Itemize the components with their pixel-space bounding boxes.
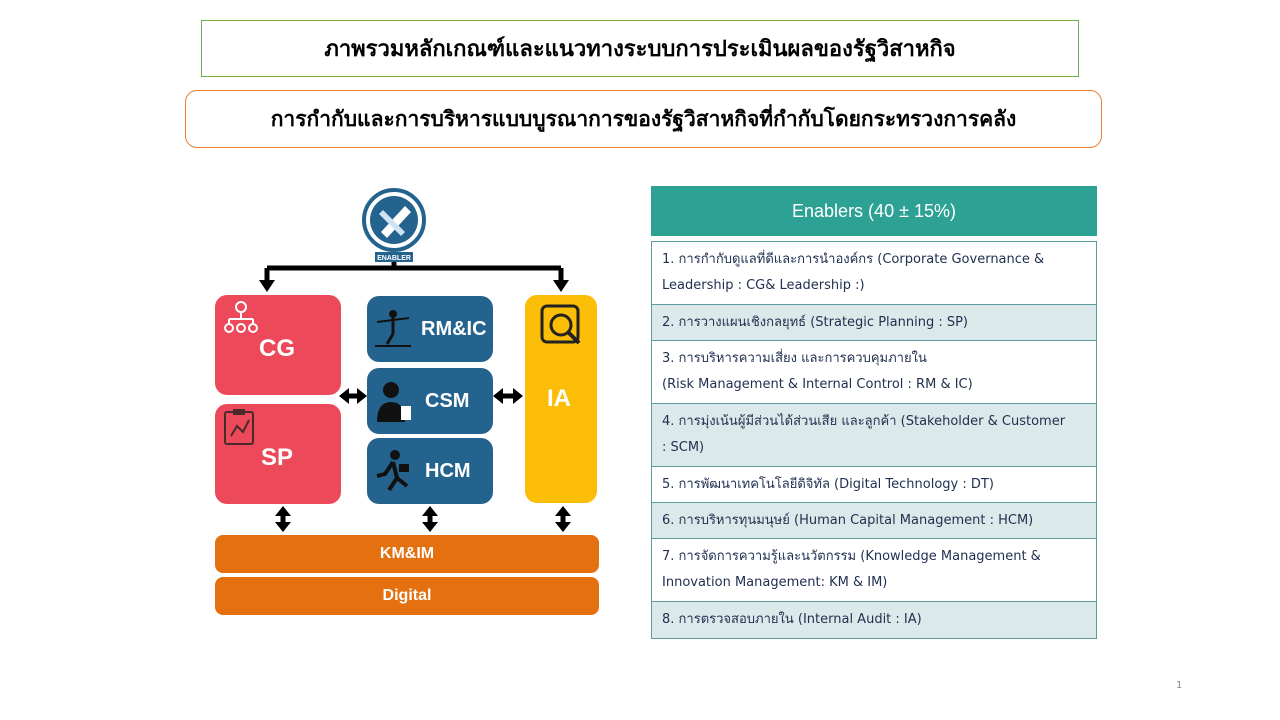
arrow-cg-csm xyxy=(339,388,367,404)
block-cg: CG xyxy=(215,295,341,395)
list-item-line1: 1. การกำกับดูแลที่ดีและการนำองค์กร (Corp… xyxy=(662,252,1045,267)
enablers-diagram: ENABLER CG SP RM&IC xyxy=(175,172,615,627)
block-hcm: HCM xyxy=(367,438,493,504)
slide-subtitle: การกำกับและการบริหารแบบบูรณาการของรัฐวิส… xyxy=(185,90,1102,148)
page-number: 1 xyxy=(1176,680,1183,691)
block-digital: Digital xyxy=(215,577,599,615)
list-item-line1: 6. การบริหารทุนมนุษย์ (Human Capital Man… xyxy=(662,512,1034,528)
arrow-sp-km xyxy=(275,506,291,532)
slide-title-text: ภาพรวมหลักเกณฑ์และแนวทางระบบการประเมินผล… xyxy=(324,36,956,62)
slide-title: ภาพรวมหลักเกณฑ์และแนวทางระบบการประเมินผล… xyxy=(201,20,1079,77)
arrow-hcm-km xyxy=(422,506,438,532)
list-item-line1: 3. การบริหารความเสี่ยง และการควบคุมภายใน xyxy=(662,351,927,366)
list-item-line2: Innovation Management: KM & IM) xyxy=(662,575,888,590)
list-item-line2: Leadership : CG& Leadership :) xyxy=(662,278,865,293)
block-digital-label: Digital xyxy=(382,587,432,604)
list-item-line2: (Risk Management & Internal Control : RM… xyxy=(662,377,973,392)
list-item: 1. การกำกับดูแลที่ดีและการนำองค์กร (Corp… xyxy=(651,241,1097,305)
block-sp-label: SP xyxy=(261,444,294,471)
list-item-line1: 7. การจัดการความรู้และนวัตกรรม (Knowledg… xyxy=(662,549,1041,564)
enablers-panel-header: Enablers (40 ± 15%) xyxy=(651,186,1097,236)
list-item-line1: 4. การมุ่งเน้นผู้มีส่วนได้ส่วนเสีย และลู… xyxy=(662,414,1066,429)
arrow-csm-ia xyxy=(493,388,523,404)
list-item: 4. การมุ่งเน้นผู้มีส่วนได้ส่วนเสีย และลู… xyxy=(651,403,1097,467)
list-item-line1: 5. การพัฒนาเทคโนโลยีดิจิทัล (Digital Tec… xyxy=(662,476,994,492)
list-item-line2: : SCM) xyxy=(662,440,705,455)
list-item: 8. การตรวจสอบภายใน (Internal Audit : IA) xyxy=(651,601,1097,639)
magnifier-audit-icon xyxy=(540,304,581,345)
block-ia-label: IA xyxy=(547,385,571,412)
enablers-panel-header-text: Enablers (40 ± 15%) xyxy=(792,200,956,221)
list-item: 6. การบริหารทุนมนุษย์ (Human Capital Man… xyxy=(651,502,1097,539)
tightrope-walker-icon xyxy=(375,310,411,347)
block-ia: IA xyxy=(525,295,597,503)
block-cg-label: CG xyxy=(259,335,295,362)
block-rmic: RM&IC xyxy=(367,296,493,362)
running-person-icon xyxy=(376,450,409,492)
enablers-list: 1. การกำกับดูแลที่ดีและการนำองค์กร (Corp… xyxy=(651,241,1097,639)
diagram-connectors: ENABLER xyxy=(259,188,571,532)
enabler-logo-label: ENABLER xyxy=(377,255,411,262)
block-kmim-label: KM&IM xyxy=(379,545,435,562)
list-item-line1: 2. การวางแผนเชิงกลยุทธ์ (Strategic Plann… xyxy=(662,314,969,330)
block-csm-label: CSM xyxy=(425,390,470,412)
slide-subtitle-text: การกำกับและการบริหารแบบบูรณาการของรัฐวิส… xyxy=(270,105,1017,131)
enablers-panel: Enablers (40 ± 15%) 1. การกำกับดูแลที่ดี… xyxy=(651,186,1097,639)
block-kmim: KM&IM xyxy=(215,535,599,573)
block-csm: CSM xyxy=(367,368,493,434)
clipboard-strategy-icon xyxy=(224,409,254,445)
enabler-logo-icon xyxy=(362,188,426,262)
list-item: 3. การบริหารความเสี่ยง และการควบคุมภายใน… xyxy=(651,340,1097,404)
arrow-ia-km xyxy=(555,506,571,532)
block-hcm-label: HCM xyxy=(425,460,471,482)
list-item: 5. การพัฒนาเทคโนโลยีดิจิทัล (Digital Tec… xyxy=(651,466,1097,503)
customer-service-icon xyxy=(377,382,411,422)
block-rmic-label: RM&IC xyxy=(421,318,487,340)
list-item: 7. การจัดการความรู้และนวัตกรรม (Knowledg… xyxy=(651,538,1097,602)
list-item: 2. การวางแผนเชิงกลยุทธ์ (Strategic Plann… xyxy=(651,304,1097,341)
block-sp: SP xyxy=(215,404,341,504)
list-item-line1: 8. การตรวจสอบภายใน (Internal Audit : IA) xyxy=(662,612,922,627)
org-chart-icon xyxy=(224,301,258,333)
